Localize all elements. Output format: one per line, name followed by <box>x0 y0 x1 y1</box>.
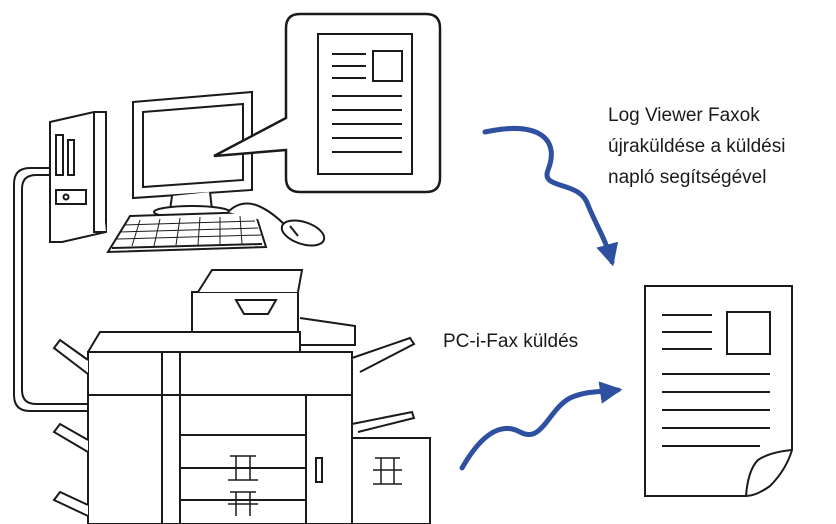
connection-cable <box>13 167 92 412</box>
log-viewer-label: Log Viewer Faxok újraküldése a küldési n… <box>608 100 785 193</box>
mouse-icon <box>227 202 326 247</box>
log-viewer-line-2: újraküldése a küldési <box>608 136 786 157</box>
printer-icon <box>52 269 431 524</box>
keyboard-icon <box>106 210 268 254</box>
desktop-tower-icon <box>49 111 107 243</box>
curved-arrow-icon <box>482 125 619 267</box>
speech-bubble <box>213 12 442 194</box>
log-viewer-line-1: Log Viewer Faxok <box>608 105 760 126</box>
log-viewer-line-3: napló segítségével <box>608 167 767 188</box>
pc-fax-label: PC-i-Fax küldés <box>443 331 579 352</box>
document-icon <box>644 285 793 497</box>
document-icon <box>317 33 413 175</box>
curved-arrow-icon <box>459 381 623 471</box>
